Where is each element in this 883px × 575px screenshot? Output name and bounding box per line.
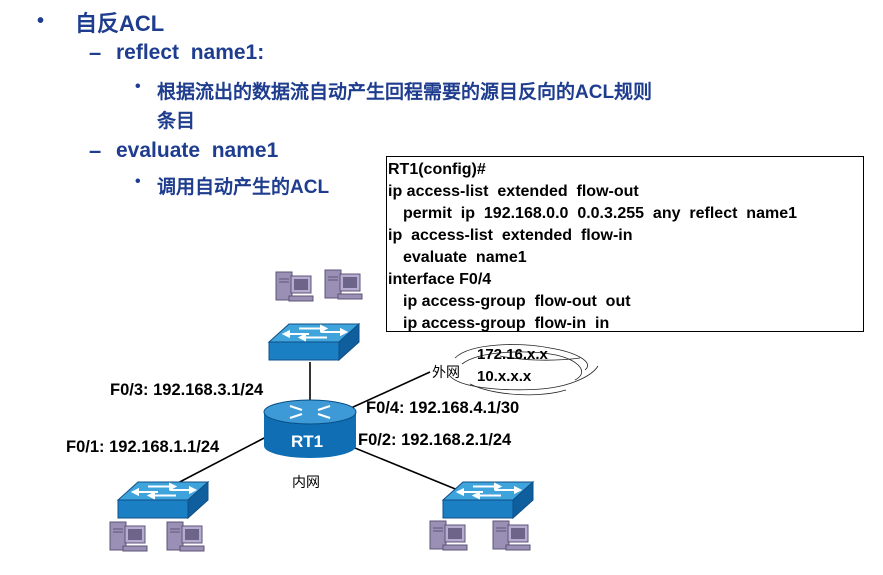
reflect-description-line1: 根据流出的数据流自动产生回程需要的源目反向的ACL规则 [157, 82, 653, 103]
interface-label-f01: F0/1: 192.168.1.1/24 [66, 438, 220, 456]
config-line: ip access-group flow-out out [403, 293, 631, 310]
slide-title: 自反ACL [75, 11, 165, 36]
bullet-marker: • [135, 173, 141, 190]
reflect-heading: reflect name1: [116, 41, 265, 64]
config-line: evaluate name1 [403, 249, 527, 266]
right-pc-2 [492, 520, 531, 551]
dash-marker: – [89, 40, 102, 65]
interface-label-f03: F0/3: 192.168.3.1/24 [110, 381, 264, 399]
bullet-marker: • [37, 10, 45, 32]
bullet-marker: • [135, 78, 141, 95]
interface-label-f02: F0/2: 192.168.2.1/24 [358, 431, 512, 449]
router-label: RT1 [291, 432, 324, 451]
config-line: permit ip 192.168.0.0 0.0.3.255 any refl… [403, 205, 797, 222]
right-switch [442, 481, 534, 519]
config-line: ip access-group flow-in in [403, 315, 610, 332]
reflect-description-line2: 条目 [157, 111, 196, 132]
evaluate-heading: evaluate name1 [116, 139, 279, 162]
config-line: ip access-list extended flow-out [388, 183, 639, 200]
right-pc-1 [429, 520, 468, 551]
internal-network-label: 内网 [292, 475, 320, 491]
router-rt1 [263, 399, 357, 458]
external-network-172: 172.16.x.x [477, 346, 548, 363]
left-pc-1 [109, 521, 148, 552]
interface-label-f04: F0/4: 192.168.4.1/30 [366, 399, 520, 417]
config-box: RT1(config)# ip access-list extended flo… [386, 156, 864, 332]
config-line: RT1(config)# [388, 161, 486, 178]
config-line: interface F0/4 [388, 271, 492, 288]
cloud-icon [449, 344, 599, 396]
left-pc-2 [166, 521, 205, 552]
top-pc-1 [275, 271, 314, 302]
dash-marker: – [89, 138, 102, 163]
top-pc-2 [324, 269, 363, 300]
external-network-10: 10.x.x.x [477, 368, 532, 385]
evaluate-description: 调用自动产生的ACL [157, 177, 330, 198]
top-switch [268, 323, 360, 361]
left-switch [117, 481, 209, 519]
external-network-label: 外网 [432, 365, 460, 381]
config-line: ip access-list extended flow-in [388, 227, 633, 244]
